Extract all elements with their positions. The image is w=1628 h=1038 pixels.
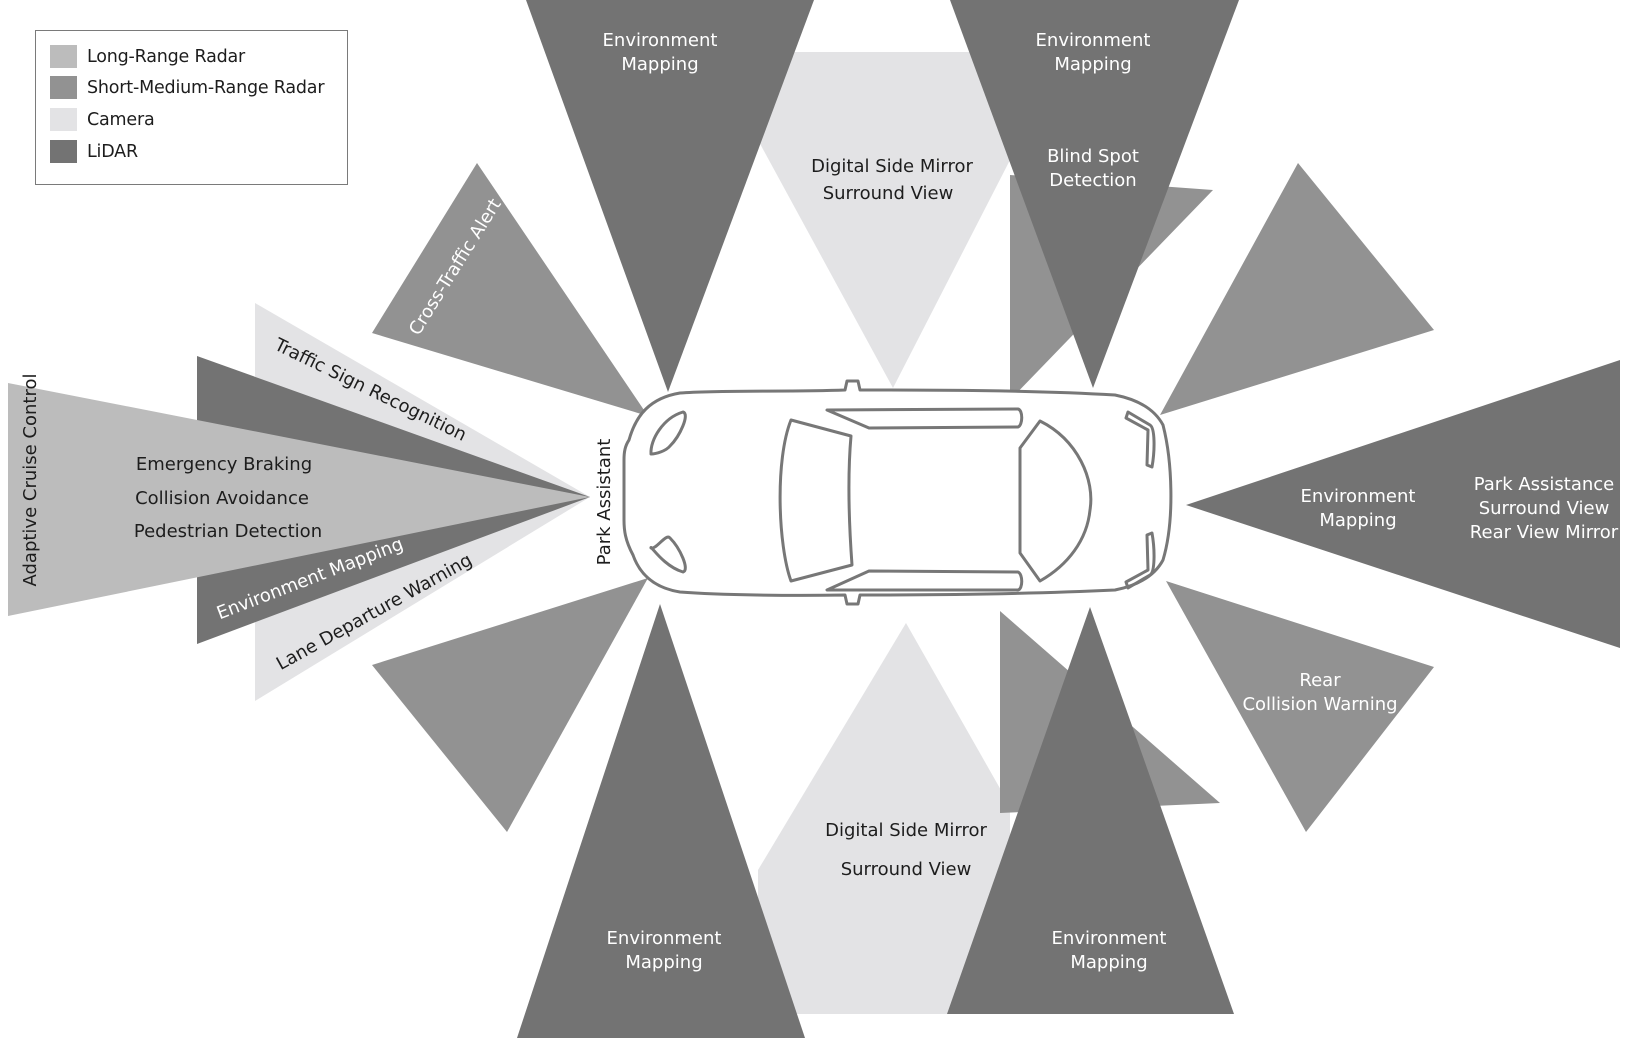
legend-item-long-range-radar: Long-Range Radar	[50, 45, 245, 68]
legend-item-camera: Camera	[50, 108, 155, 131]
car-windshield	[778, 418, 854, 583]
label-blind-spot-line1: Blind Spot	[1047, 146, 1139, 167]
label-top-left-env-line1: Environment	[603, 30, 718, 51]
car-side-window-bottom	[825, 569, 1024, 592]
label-rear-park-line3: Rear View Mirror	[1470, 522, 1619, 543]
legend-label: Long-Range Radar	[87, 46, 246, 67]
label-rear-env-line2: Mapping	[1319, 510, 1396, 531]
label-blind-spot-line2: Detection	[1049, 170, 1136, 191]
zone-left-rear-lidar	[950, 0, 1239, 388]
zone-front-left-corner-radar	[372, 163, 648, 416]
label-bottom-camera-line1: Digital Side Mirror	[825, 820, 987, 841]
zone-rear-right-corner-radar	[1166, 581, 1434, 832]
label-top-camera-line1: Digital Side Mirror	[811, 156, 973, 177]
legend-label: Short-Medium-Range Radar	[87, 77, 325, 98]
label-bottom-camera-line2: Surround View	[841, 859, 972, 880]
zone-rear-left-corner-radar	[1160, 163, 1434, 415]
label-bottom-left-env-line1: Environment	[607, 928, 722, 949]
label-emergency-braking: Emergency Braking	[136, 454, 312, 475]
zone-front-right-corner-radar	[372, 578, 648, 832]
label-top-right-env-line2: Mapping	[1054, 54, 1131, 75]
car-headlight-left	[649, 410, 687, 456]
zone-left-side-camera	[758, 52, 1010, 388]
zone-right-rear-lidar	[947, 607, 1234, 1014]
label-pedestrian-detection: Pedestrian Detection	[134, 521, 322, 542]
car-side-window-top	[825, 407, 1024, 430]
label-adaptive-cruise-control: Adaptive Cruise Control	[20, 373, 41, 586]
zone-left-front-lidar	[526, 0, 814, 392]
zone-right-side-camera	[758, 623, 1010, 1014]
label-top-right-env-line1: Environment	[1036, 30, 1151, 51]
coverage-zones	[8, 0, 1620, 1038]
zone-front-long-radar	[8, 383, 590, 616]
car-top-view	[622, 379, 1173, 606]
label-bottom-left-env-line2: Mapping	[625, 952, 702, 973]
label-bottom-right-env-line2: Mapping	[1070, 952, 1147, 973]
car-taillight-top	[1124, 410, 1156, 469]
label-park-assistant: Park Assistant	[594, 439, 615, 566]
label-rear-env-line1: Environment	[1301, 486, 1416, 507]
label-rear-collision-line1: Rear	[1299, 670, 1341, 691]
label-rear-collision-line2: Collision Warning	[1242, 694, 1397, 715]
label-rear-park-line1: Park Assistance	[1474, 474, 1615, 495]
zone-right-front-lidar	[517, 604, 805, 1038]
legend-swatch-camera	[50, 108, 77, 131]
legend-swatch-lidar	[50, 140, 77, 163]
car-body-outline	[622, 379, 1173, 606]
label-top-left-env-line2: Mapping	[621, 54, 698, 75]
car-rear-window	[1018, 419, 1093, 583]
legend: Long-Range Radar Short-Medium-Range Rada…	[35, 30, 348, 185]
legend-label: Camera	[87, 109, 155, 130]
zone-rear-lidar	[1186, 360, 1620, 648]
label-rear-park-line2: Surround View	[1479, 498, 1610, 519]
label-top-camera-line2: Surround View	[823, 183, 954, 204]
legend-item-short-medium-range-radar: Short-Medium-Range Radar	[50, 76, 325, 99]
legend-swatch-long-range-radar	[50, 45, 77, 68]
car-taillight-bottom	[1124, 531, 1156, 590]
legend-item-lidar: LiDAR	[50, 140, 138, 163]
legend-swatch-short-medium-range-radar	[50, 76, 77, 99]
legend-label: LiDAR	[87, 141, 138, 162]
label-collision-avoidance: Collision Avoidance	[135, 488, 309, 509]
car-headlight-right	[649, 535, 687, 574]
label-bottom-right-env-line1: Environment	[1052, 928, 1167, 949]
